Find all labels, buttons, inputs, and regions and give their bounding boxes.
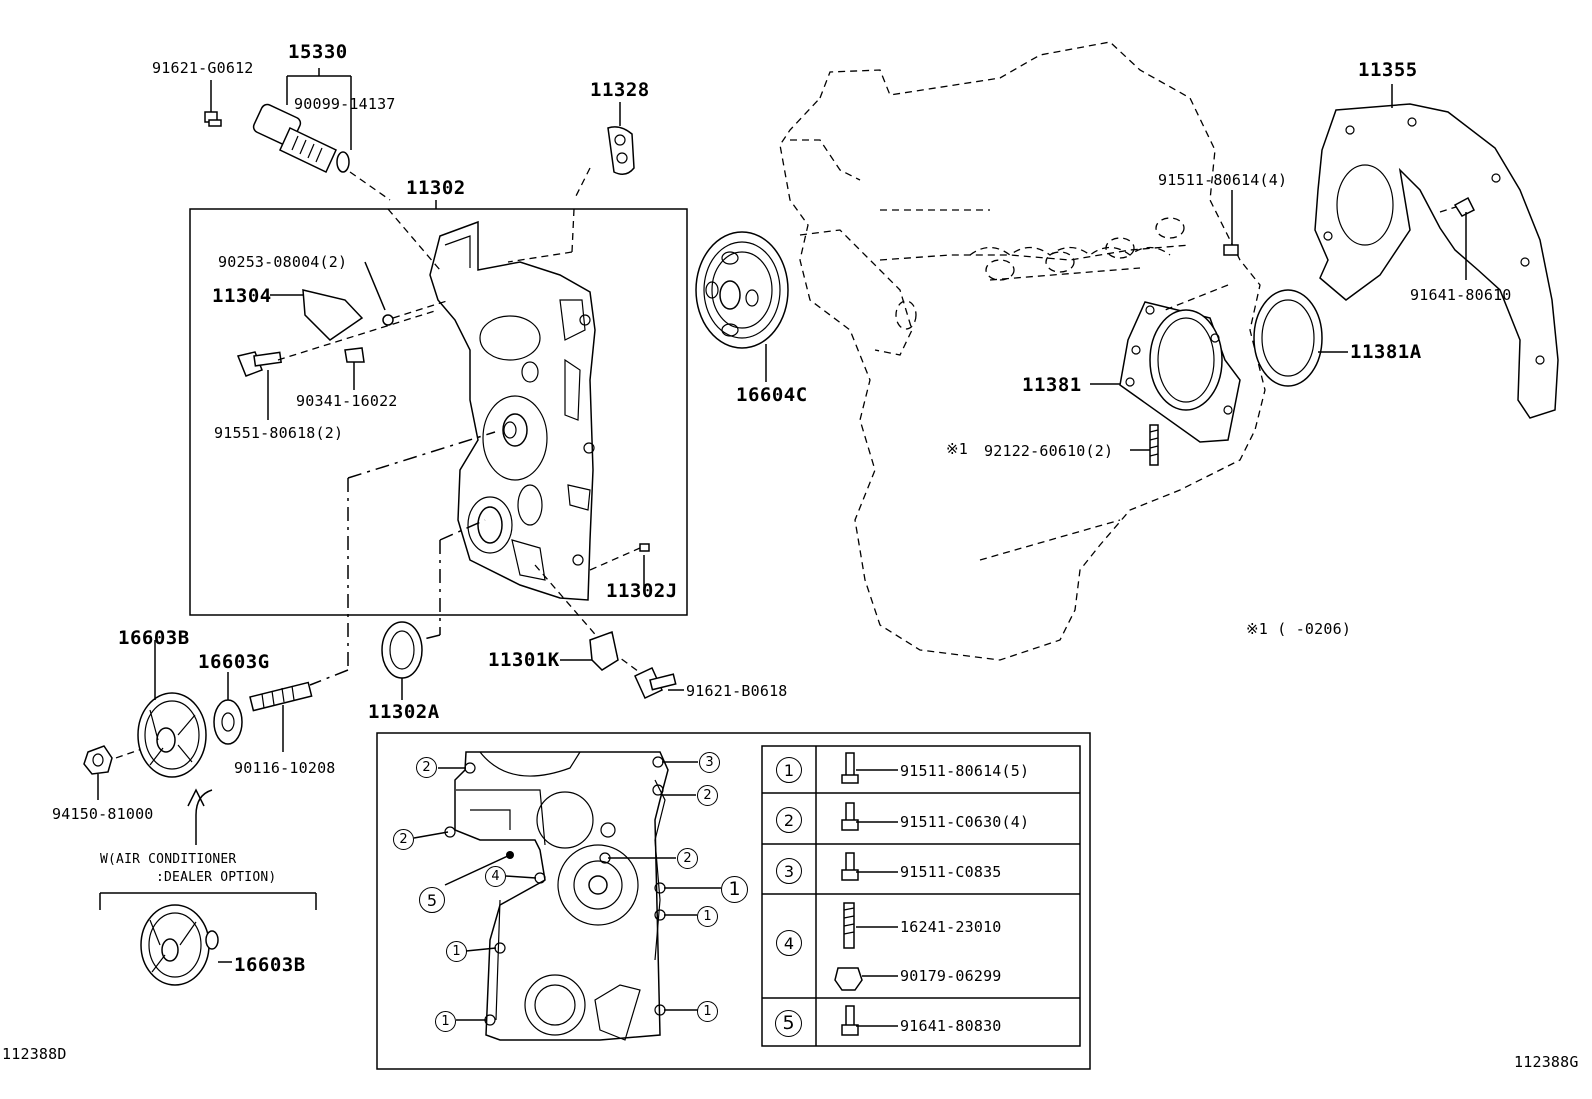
- label-11355: 11355: [1358, 59, 1418, 81]
- detail-callout-2: 2: [416, 757, 437, 778]
- legend-key-5: 5: [775, 1010, 802, 1037]
- illustration-id-right: 112388G: [1514, 1053, 1579, 1071]
- legend-part-3: 91511-C0835: [900, 863, 1002, 881]
- label-94150-81000: 94150-81000: [52, 805, 154, 823]
- detail-callout-1: 1: [435, 1011, 456, 1032]
- label-11328: 11328: [590, 79, 650, 101]
- label-16603g: 16603G: [198, 651, 270, 673]
- label-11381a: 11381A: [1350, 341, 1422, 363]
- label-92122-mark: ※1: [946, 440, 968, 458]
- detail-callout-1: 1: [697, 906, 718, 927]
- label-11304: 11304: [212, 285, 272, 307]
- label-92122-60610: 92122-60610(2): [984, 442, 1114, 460]
- detail-callout-1: 1: [697, 1001, 718, 1022]
- label-16603b: 16603B: [118, 627, 190, 649]
- label-11301k: 11301K: [488, 649, 560, 671]
- footnote-1: ※1 ( -0206): [1246, 620, 1352, 638]
- label-15330: 15330: [288, 41, 348, 63]
- label-11302: 11302: [406, 177, 466, 199]
- detail-callout-4: 4: [485, 866, 506, 887]
- label-90253-08004: 90253-08004(2): [218, 253, 348, 271]
- legend-key-4: 4: [776, 930, 802, 956]
- legend-key-2: 2: [776, 807, 802, 833]
- detail-callout-2: 2: [393, 829, 414, 850]
- legend-part-4b: 90179-06299: [900, 967, 1002, 985]
- legend-part-5: 91641-80830: [900, 1017, 1002, 1035]
- label-91621-b0618: 91621-B0618: [686, 682, 788, 700]
- label-91641-80610: 91641-80610: [1410, 286, 1512, 304]
- label-90116-10208: 90116-10208: [234, 759, 336, 777]
- legend-part-2: 91511-C0630(4): [900, 813, 1030, 831]
- label-16603b-option: 16603B: [234, 954, 306, 976]
- detail-callout-1: 1: [446, 941, 467, 962]
- bolt-legend-table: [761, 745, 1081, 1047]
- legend-part-1: 91511-80614(5): [900, 762, 1030, 780]
- label-91621-g0612: 91621-G0612: [152, 59, 254, 77]
- label-90099-14137: 90099-14137: [294, 95, 396, 113]
- label-11302a: 11302A: [368, 701, 440, 723]
- timing-chain-cover-drawing: [429, 220, 596, 601]
- detail-callout-2: 2: [697, 785, 718, 806]
- label-91551-80618: 91551-80618(2): [214, 424, 344, 442]
- detail-callout-5: 5: [419, 887, 445, 913]
- detail-callout-2: 2: [677, 848, 698, 869]
- legend-key-1: 1: [776, 757, 802, 783]
- chain-cover-plate-11304: [302, 289, 364, 341]
- label-90341-16022: 90341-16022: [296, 392, 398, 410]
- label-11302j: 11302J: [606, 580, 678, 602]
- illustration-id-left: 112388D: [2, 1045, 67, 1063]
- bolt-location-detail-frame: [376, 732, 1091, 1070]
- engine-block-outline: [779, 41, 1266, 661]
- legend-key-3: 3: [776, 858, 802, 884]
- label-11381: 11381: [1022, 374, 1082, 396]
- option-note-line2: :DEALER OPTION): [156, 870, 277, 885]
- detail-callout-1: 1: [721, 876, 748, 903]
- timing-cover-frame: [189, 208, 688, 616]
- label-16604c: 16604C: [736, 384, 808, 406]
- legend-part-4a: 16241-23010: [900, 918, 1002, 936]
- timing-cover-detail-drawing: [444, 751, 669, 1041]
- detail-callout-3: 3: [699, 752, 720, 773]
- label-91511-80614-4: 91511-80614(4): [1158, 171, 1288, 189]
- option-note-line1: W(AIR CONDITIONER: [100, 852, 237, 867]
